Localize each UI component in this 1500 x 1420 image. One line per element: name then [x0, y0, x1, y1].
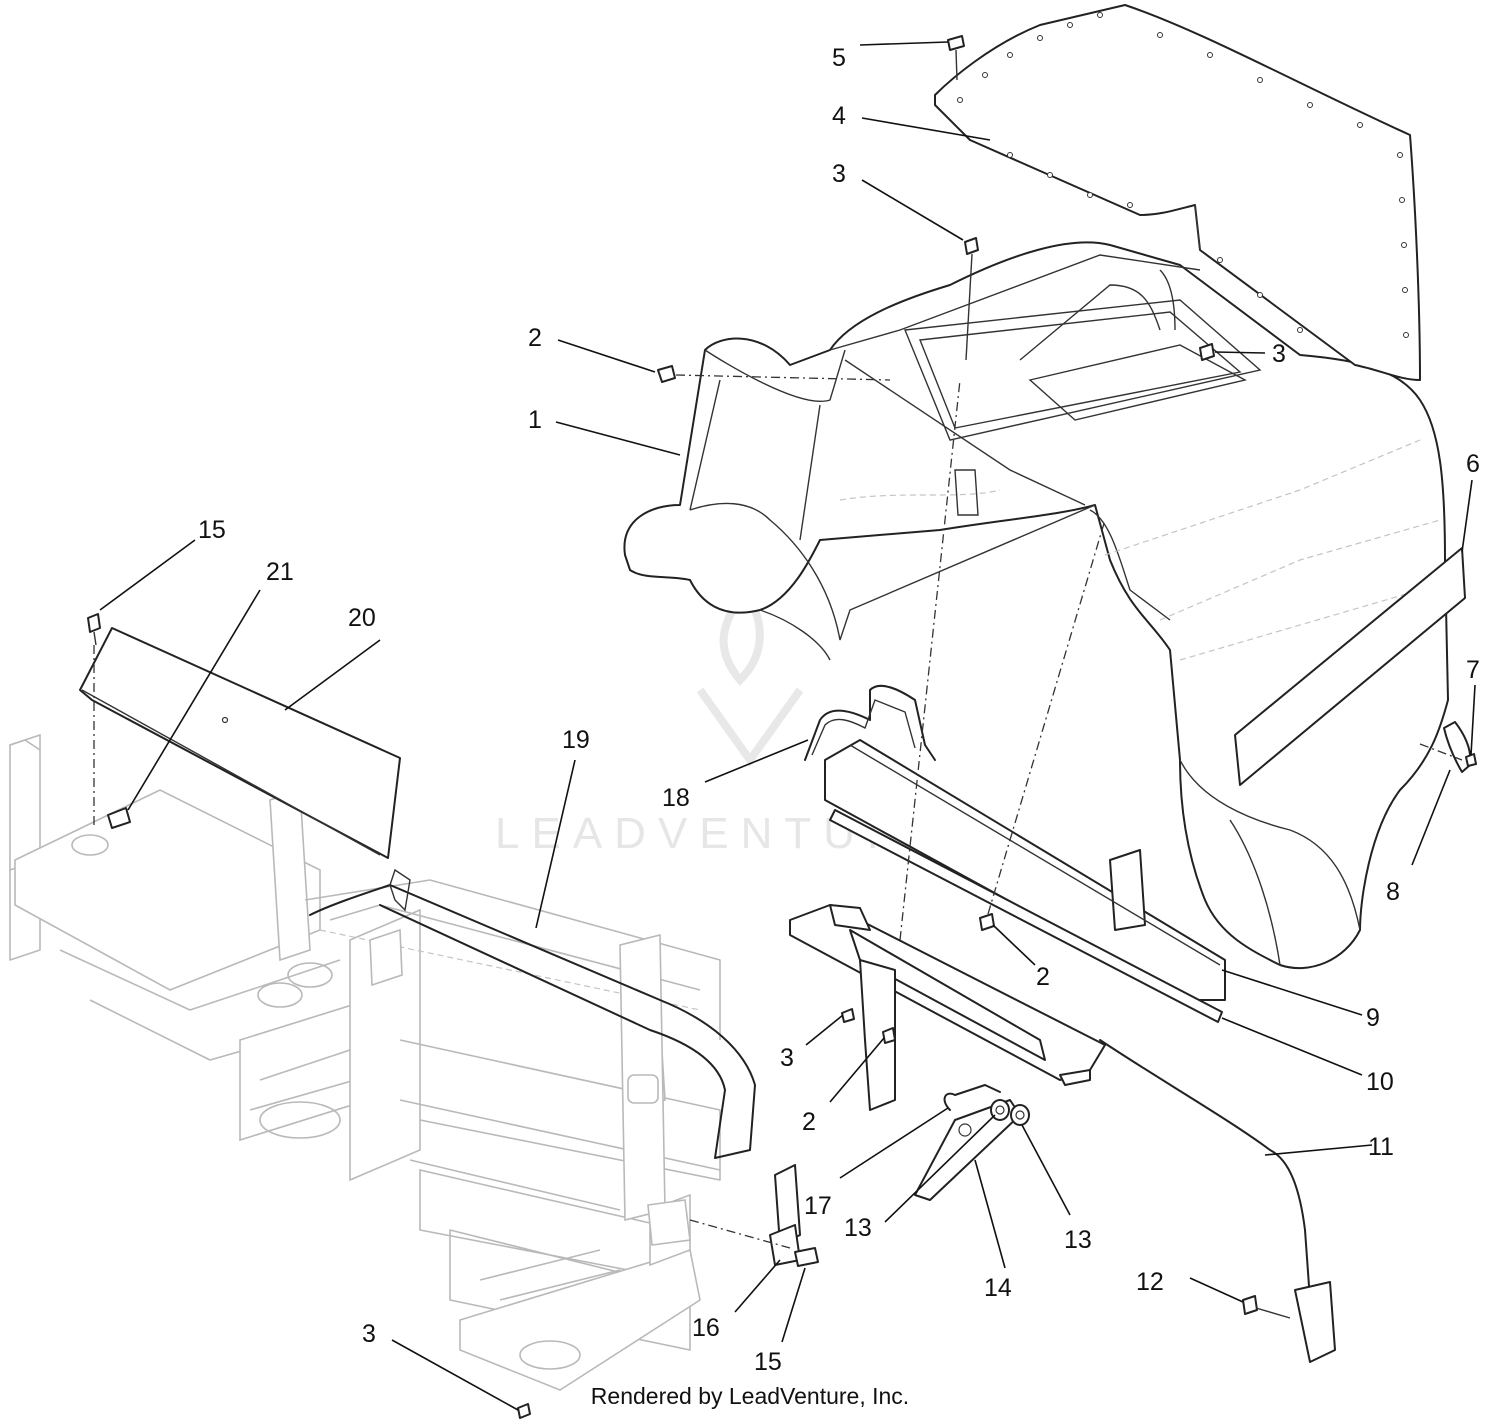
callout-3-right: 3 — [1272, 340, 1286, 368]
callouts: 1 2 2 2 2 3 3 3 3 4 5 6 7 8 9 10 11 12 1… — [198, 44, 1480, 1376]
dash-2-hood — [675, 374, 891, 381]
callout-17: 17 — [804, 1192, 832, 1220]
part-4-panel[interactable] — [934, 4, 1421, 381]
callout-4: 4 — [832, 102, 846, 130]
callout-20: 20 — [348, 604, 376, 632]
dash-16 — [689, 1219, 791, 1249]
part-5-plug[interactable] — [947, 35, 965, 81]
dash-2-center — [987, 519, 1106, 915]
callout-5: 5 — [832, 44, 846, 72]
chassis-frame — [9, 733, 721, 1391]
callout-13-right: 13 — [1064, 1226, 1092, 1254]
callout-14: 14 — [984, 1274, 1012, 1302]
callout-18: 18 — [662, 784, 690, 812]
callout-13-left: 13 — [844, 1214, 872, 1242]
callout-10: 10 — [1366, 1068, 1394, 1096]
callout-6: 6 — [1466, 450, 1480, 478]
part-13-washer-left[interactable] — [990, 1099, 1010, 1121]
part-15-bolt-upper[interactable] — [87, 613, 101, 646]
part-20-shield[interactable] — [79, 627, 401, 859]
callout-19: 19 — [562, 726, 590, 754]
callout-21: 21 — [266, 558, 294, 586]
callout-15-lower: 15 — [754, 1348, 782, 1376]
render-credit: Rendered by LeadVenture, Inc. — [590, 1383, 910, 1409]
lower-bracket[interactable] — [789, 904, 1106, 1111]
callout-1: 1 — [528, 406, 542, 434]
callout-15-upper: 15 — [198, 516, 226, 544]
part-3-nut-bottom[interactable] — [517, 1403, 531, 1419]
part-9-bracket[interactable] — [824, 739, 1226, 1001]
part-6-decal[interactable] — [1234, 547, 1466, 786]
part-3-nut-top[interactable] — [964, 237, 979, 361]
part-2-clip-hood[interactable] — [657, 365, 676, 383]
callout-16: 16 — [692, 1314, 720, 1342]
callout-3-center: 3 — [780, 1044, 794, 1072]
callout-11: 11 — [1368, 1133, 1394, 1161]
callout-2-hood: 2 — [528, 324, 542, 352]
callout-9: 9 — [1366, 1004, 1380, 1032]
part-11-arm[interactable] — [1099, 1039, 1336, 1363]
watermark-flame-icon — [719, 582, 764, 686]
part-2-clip-lower[interactable] — [882, 1027, 896, 1044]
part-16-latch[interactable] — [769, 1164, 801, 1266]
part-18-handle[interactable] — [804, 684, 936, 761]
watermark-v-icon — [696, 687, 804, 767]
front-guard-ghost — [369, 928, 691, 1246]
part-21-clip[interactable] — [107, 807, 131, 829]
part-19-rail[interactable] — [309, 868, 756, 1159]
part-1-hood[interactable] — [623, 241, 1449, 970]
callout-2-lower: 2 — [802, 1108, 816, 1136]
part-13-washer-right[interactable] — [1010, 1104, 1030, 1126]
callout-3-top: 3 — [832, 160, 846, 188]
part-3-nut-right[interactable] — [1199, 343, 1215, 361]
callout-3-bottom: 3 — [362, 1320, 376, 1348]
dash-3-top — [899, 379, 961, 941]
callout-7: 7 — [1466, 656, 1480, 684]
dash-7 — [1419, 743, 1463, 761]
part-8-bracket[interactable] — [1443, 721, 1472, 773]
leader-lines — [99, 41, 1476, 1411]
part-2-screw-center[interactable] — [979, 913, 995, 931]
part-3-nut-center[interactable] — [841, 1008, 855, 1023]
callout-8: 8 — [1386, 878, 1400, 906]
callout-2-center: 2 — [1036, 963, 1050, 991]
part-17-spring[interactable] — [943, 1084, 1001, 1111]
part-7-screw[interactable] — [1465, 753, 1477, 767]
part-10-rod[interactable] — [829, 809, 1223, 1023]
callout-12: 12 — [1136, 1268, 1164, 1296]
part-15-bolt-lower[interactable] — [794, 1247, 819, 1267]
part-12-pin[interactable] — [1242, 1295, 1291, 1319]
